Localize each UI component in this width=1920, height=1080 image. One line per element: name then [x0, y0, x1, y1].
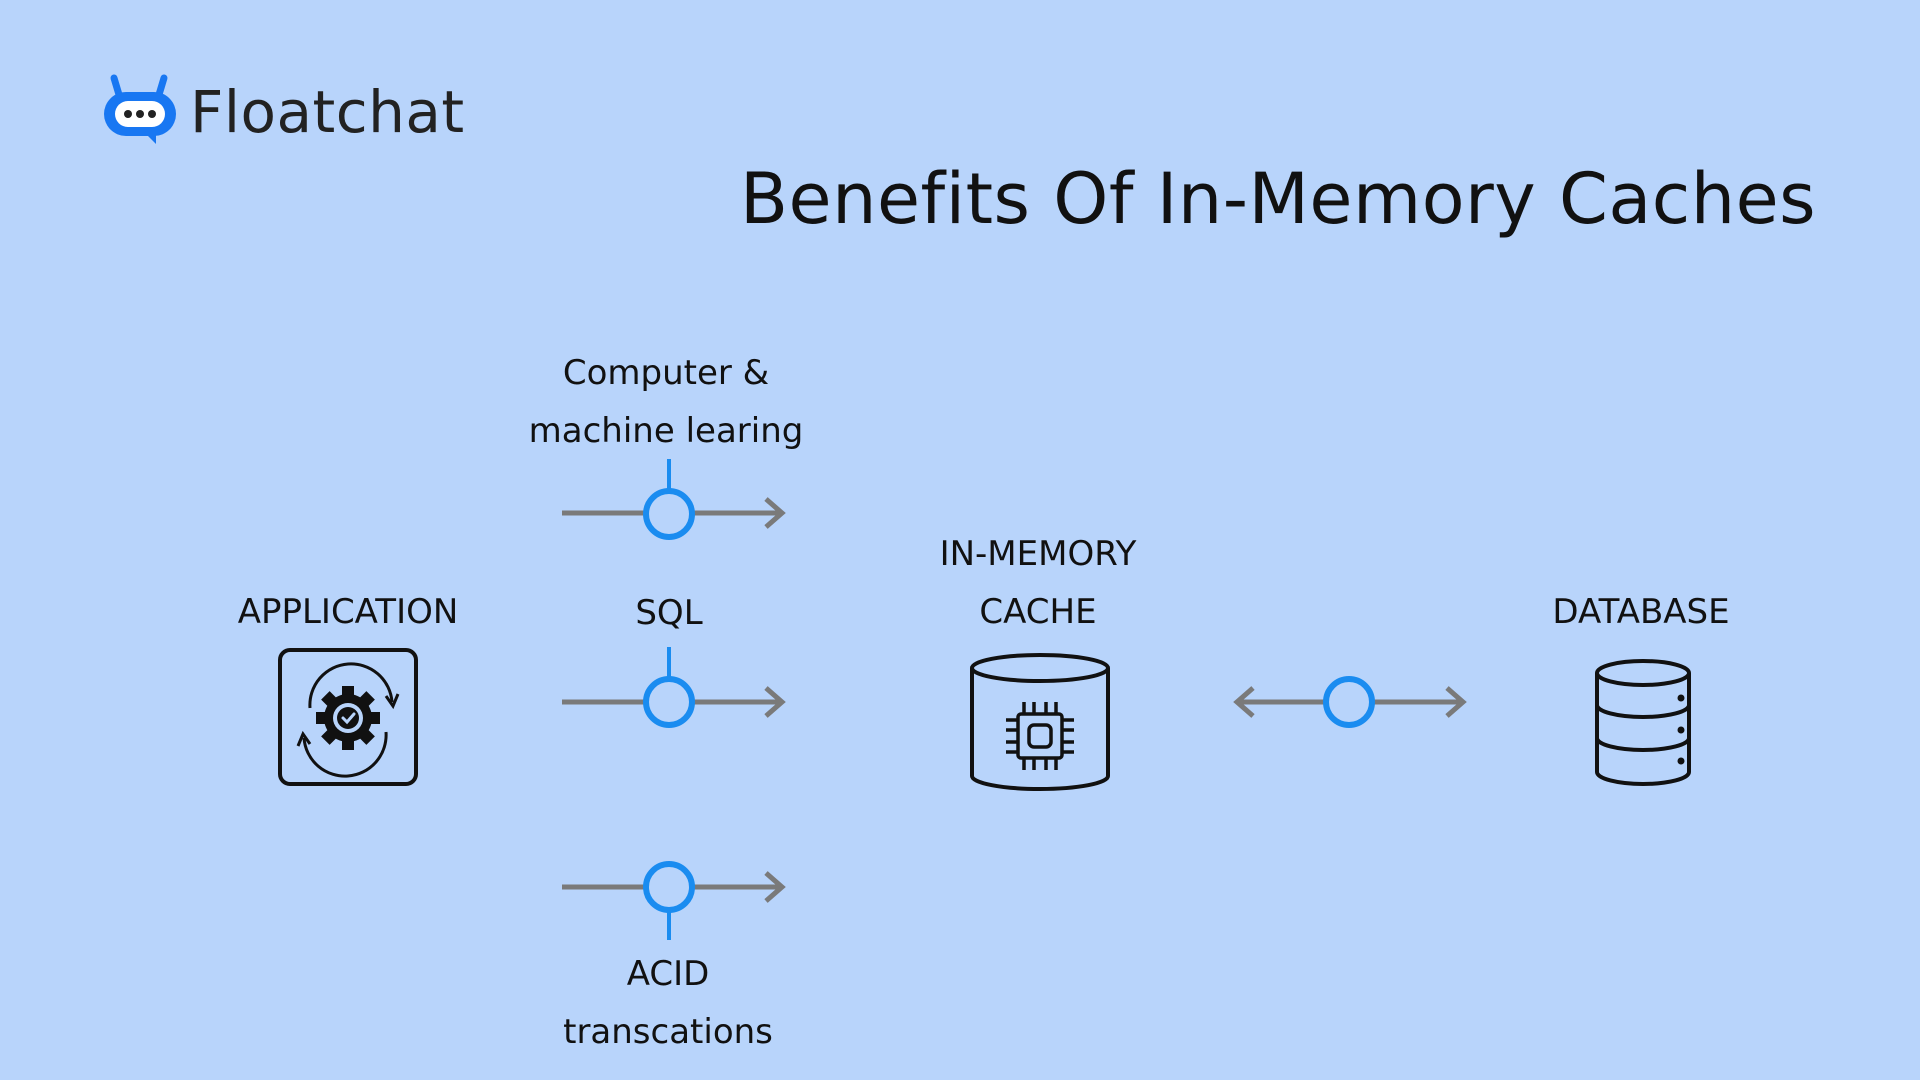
node-circle [643, 676, 695, 728]
benefit-label-acid-line1: ACID [626, 954, 710, 994]
node-circle [1323, 676, 1375, 728]
gear-sync-icon [278, 648, 418, 786]
brand-logo [100, 72, 180, 146]
cache-label-line1: IN-MEMORY [939, 534, 1137, 574]
benefit-label-ml-line2: machine learing [528, 411, 804, 451]
cache-database-arrow [1233, 676, 1467, 728]
cache-label: IN-MEMORY CACHE [940, 525, 1137, 641]
benefit-arrow-acid [562, 861, 786, 940]
benefit-label-ml: Computer & machine learing [529, 344, 804, 460]
benefit-arrow-ml [562, 459, 786, 540]
benefit-arrow-sql [562, 647, 786, 728]
node-circle [643, 488, 695, 540]
benefit-label-acid-line2: transcations [563, 1012, 773, 1052]
brand-name: Floatchat [190, 78, 465, 146]
node-circle [643, 861, 695, 913]
chat-bot-icon [104, 74, 176, 144]
benefit-label-sql: SQL [635, 593, 703, 633]
database-icon [1595, 659, 1691, 786]
cache-chip-cylinder-icon [970, 653, 1110, 791]
benefit-label-ml-line1: Computer & [562, 353, 770, 393]
benefit-label-acid: ACID transcations [563, 945, 773, 1061]
database-label: DATABASE [1552, 592, 1730, 632]
application-label: APPLICATION [237, 592, 459, 632]
cache-label-line2: CACHE [979, 592, 1097, 632]
page-title: Benefits Of In-Memory Caches [740, 158, 1817, 240]
